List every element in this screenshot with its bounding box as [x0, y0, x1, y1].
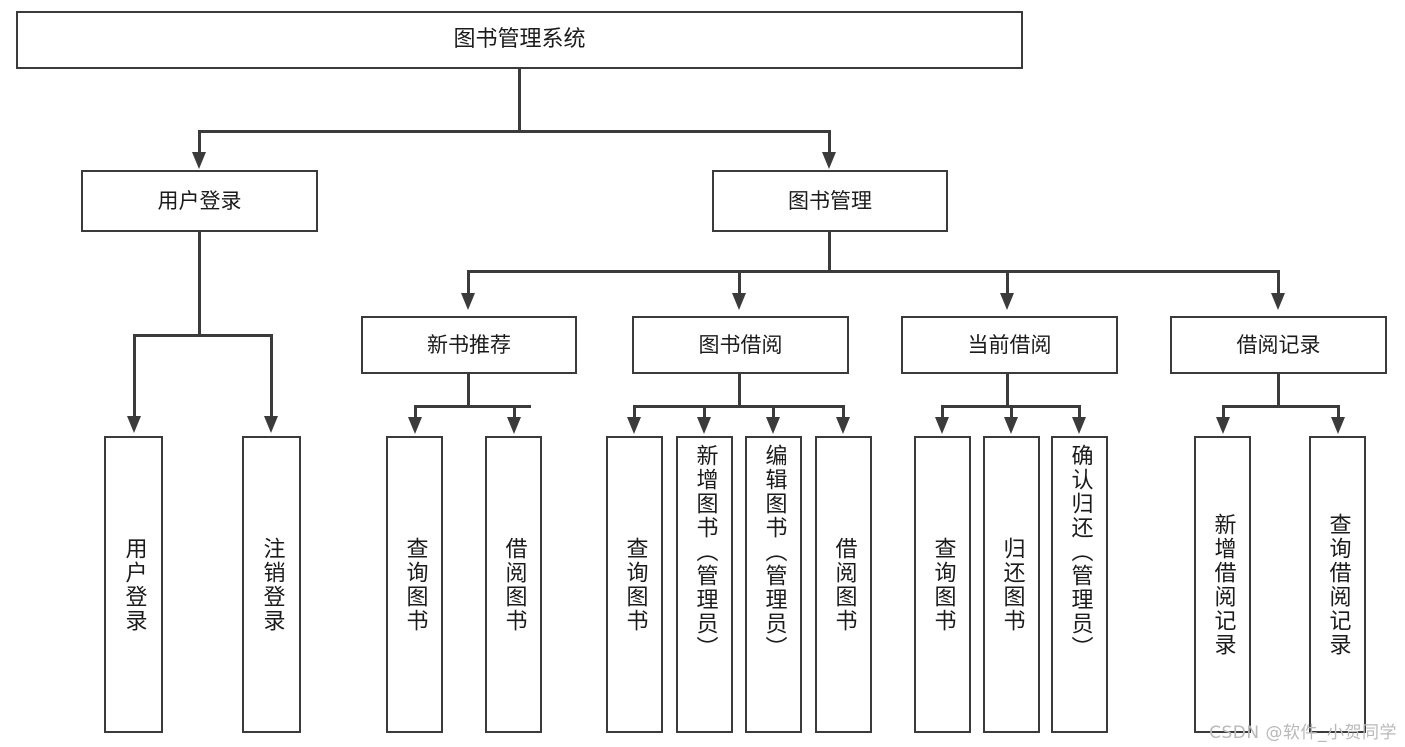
node-label: 查询图书 — [930, 536, 956, 633]
edge-root-stem — [518, 69, 521, 132]
arrow-icon-leaf-edit-book — [766, 417, 780, 434]
arrow-icon-leaf-query-book-3 — [935, 417, 949, 434]
edge-drop-book-management — [828, 130, 831, 155]
arrow-icon-leaf-add-book — [697, 417, 711, 434]
edge-drop-current-borrow — [1006, 270, 1009, 296]
edge-drop-leaf-add-record — [1222, 405, 1225, 420]
arrow-icon-leaf-query-book-1 — [408, 417, 422, 434]
node-new-book-recommend[interactable]: 新书推荐 — [361, 316, 577, 374]
leaf-query-book-recommend[interactable]: 查询图书 — [386, 436, 443, 733]
edge-drop-leaf-borrow-book-1 — [513, 405, 516, 420]
arrow-icon-leaf-user-login — [127, 416, 141, 433]
edge-book-borrow-stem — [738, 374, 741, 407]
leaf-confirm-return-admin[interactable]: 确认归还（管理员） — [1051, 436, 1108, 733]
node-label: 编辑图书（管理员） — [761, 444, 787, 660]
node-label: 用户登录 — [121, 536, 147, 633]
edge-drop-leaf-query-book-3 — [941, 405, 944, 420]
edge-new-book-recommend-stem — [467, 374, 470, 407]
arrow-icon-book-borrow — [732, 293, 746, 310]
edge-drop-borrow-record — [1277, 270, 1280, 296]
edge-drop-leaf-add-book — [703, 405, 706, 420]
node-label: 图书管理系统 — [453, 27, 586, 53]
edge-drop-leaf-return-book — [1010, 405, 1013, 420]
leaf-query-borrow-record[interactable]: 查询借阅记录 — [1309, 436, 1366, 733]
edge-drop-new-book-recommend — [467, 270, 470, 296]
node-label: 借阅图书 — [501, 536, 527, 633]
node-borrow-record[interactable]: 借阅记录 — [1170, 316, 1387, 374]
leaf-logout[interactable]: 注销登录 — [242, 436, 301, 733]
edge-drop-leaf-query-book-1 — [414, 405, 417, 420]
node-label: 新书推荐 — [427, 332, 511, 357]
node-label: 归还图书 — [999, 536, 1025, 633]
node-label: 借阅记录 — [1236, 332, 1321, 357]
node-current-borrow[interactable]: 当前借阅 — [901, 316, 1118, 374]
node-label: 查询借阅记录 — [1325, 512, 1351, 657]
arrow-icon-leaf-confirm-return — [1072, 417, 1086, 434]
arrow-icon-book-management — [822, 152, 836, 169]
node-root-book-management-system[interactable]: 图书管理系统 — [16, 11, 1023, 69]
arrow-icon-leaf-borrow-book-2 — [836, 417, 850, 434]
leaf-query-book-borrow[interactable]: 查询图书 — [606, 436, 663, 733]
node-label: 新增借阅记录 — [1210, 512, 1236, 657]
edge-drop-user-login — [198, 130, 201, 155]
edge-bus-book-borrow-children — [633, 405, 845, 408]
arrow-icon-leaf-borrow-book-1 — [507, 417, 521, 434]
node-label: 新增图书（管理员） — [692, 444, 718, 660]
arrow-icon-current-borrow — [1000, 293, 1014, 310]
leaf-query-book-current[interactable]: 查询图书 — [914, 436, 971, 733]
edge-drop-book-borrow — [738, 270, 741, 296]
leaf-borrow-book-borrow[interactable]: 借阅图书 — [815, 436, 872, 733]
edge-bus-level2 — [198, 130, 831, 133]
edge-bus-borrow-record-children — [1222, 405, 1340, 408]
arrow-icon-new-book-recommend — [461, 293, 475, 310]
node-label: 用户登录 — [157, 188, 242, 213]
edge-drop-leaf-borrow-book-2 — [842, 405, 845, 420]
arrow-icon-leaf-return-book — [1004, 417, 1018, 434]
edge-bus-new-book-recommend-children — [414, 405, 531, 408]
node-user-login[interactable]: 用户登录 — [81, 170, 318, 232]
edge-book-management-stem — [828, 232, 831, 272]
arrow-icon-borrow-record — [1271, 293, 1285, 310]
leaf-return-book[interactable]: 归还图书 — [983, 436, 1040, 733]
csdn-watermark: CSDN @软件_小贺同学 — [1209, 723, 1397, 743]
edge-drop-leaf-query-record — [1337, 405, 1340, 420]
node-label: 借阅图书 — [831, 536, 857, 633]
node-book-management[interactable]: 图书管理 — [712, 170, 948, 232]
node-book-borrow[interactable]: 图书借阅 — [632, 316, 849, 374]
edge-user-login-stem — [198, 232, 201, 336]
leaf-user-login[interactable]: 用户登录 — [104, 436, 163, 733]
arrow-icon-leaf-query-book-2 — [627, 417, 641, 434]
arrow-icon-user-login — [192, 152, 206, 169]
node-label: 查询图书 — [402, 536, 428, 633]
edge-drop-leaf-user-login — [133, 334, 136, 419]
node-label: 查询图书 — [622, 536, 648, 633]
arrow-icon-leaf-query-record — [1331, 417, 1345, 434]
arrow-icon-leaf-add-record — [1216, 417, 1230, 434]
leaf-add-book-admin[interactable]: 新增图书（管理员） — [676, 436, 733, 733]
edge-drop-leaf-edit-book — [772, 405, 775, 420]
leaf-add-borrow-record[interactable]: 新增借阅记录 — [1194, 436, 1251, 733]
node-label: 图书借阅 — [698, 332, 783, 357]
edge-drop-leaf-logout — [270, 334, 273, 419]
edge-borrow-record-stem — [1277, 374, 1280, 407]
node-label: 确认归还（管理员） — [1067, 444, 1093, 660]
leaf-edit-book-admin[interactable]: 编辑图书（管理员） — [745, 436, 802, 733]
edge-drop-leaf-confirm-return — [1078, 405, 1081, 420]
edge-drop-leaf-query-book-2 — [633, 405, 636, 420]
edge-bus-level3 — [467, 270, 1280, 273]
node-label: 图书管理 — [788, 188, 872, 213]
leaf-borrow-book-recommend[interactable]: 借阅图书 — [485, 436, 542, 733]
edge-bus-user-login-children — [133, 334, 273, 337]
node-label: 注销登录 — [259, 536, 285, 633]
edge-current-borrow-stem — [1006, 374, 1009, 407]
arrow-icon-leaf-logout — [264, 416, 278, 433]
node-label: 当前借阅 — [967, 332, 1052, 357]
